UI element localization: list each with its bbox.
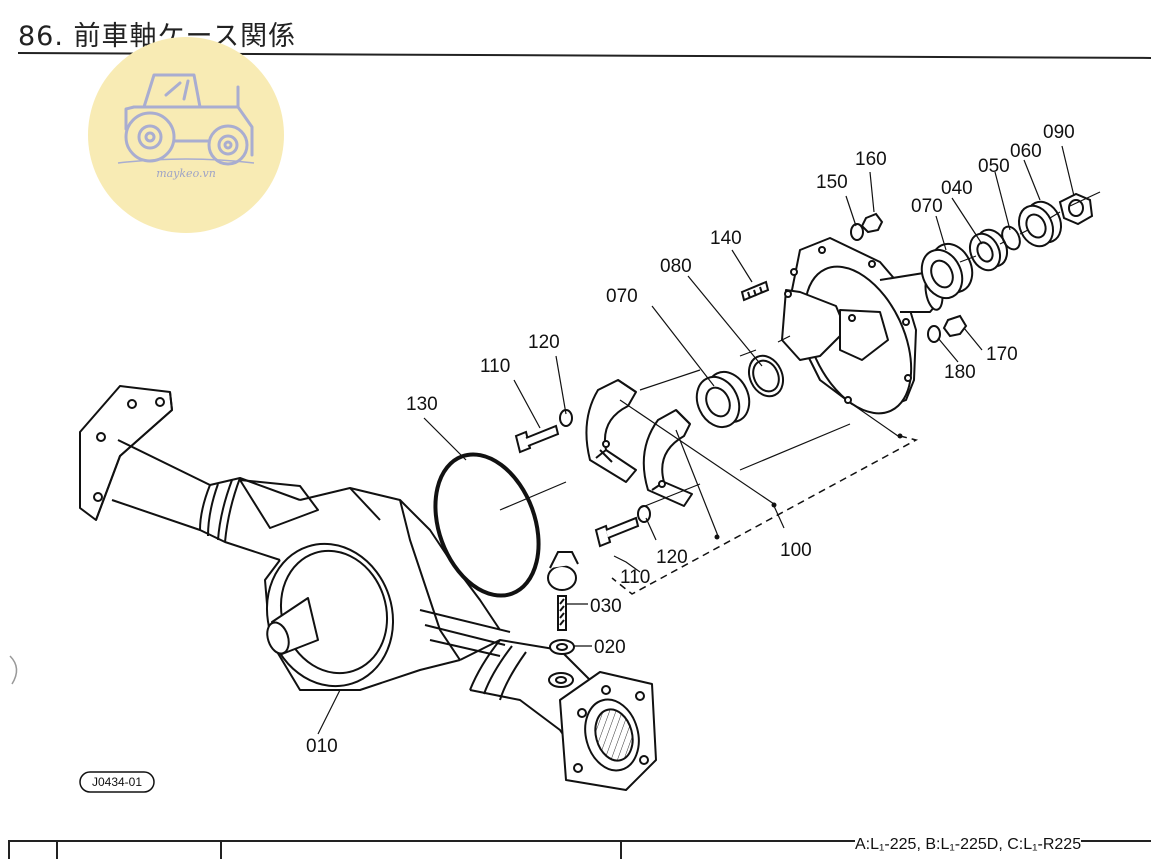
bearing-070-left (695, 370, 751, 429)
watermark-logo: maykeo.vn (88, 37, 284, 233)
bearing-070-right (920, 242, 974, 300)
callout-120-bottom: 120 (656, 547, 688, 568)
callout-060: 060 (1010, 141, 1042, 162)
bolts-and-washers (514, 409, 651, 548)
callout-180: 180 (944, 362, 976, 383)
bracket-halves (585, 379, 693, 507)
applicable-models: A:L₁-225, B:L₁-225D, C:L₁-R225 (855, 836, 1082, 854)
callout-170: 170 (986, 344, 1018, 365)
callout-070-left: 070 (606, 286, 638, 307)
callout-140: 140 (710, 228, 742, 249)
callout-160: 160 (855, 149, 887, 170)
table-divider (620, 842, 622, 859)
oil-seal-060 (1017, 200, 1063, 248)
nut-090 (1058, 192, 1094, 226)
diagram-reference-code: J0434-01 (92, 775, 142, 789)
bearing-040 (968, 228, 1009, 272)
leader-dots (714, 433, 903, 540)
callout-030: 030 (590, 596, 622, 617)
callout-110-top: 110 (480, 356, 510, 377)
assembly-axis-lines (499, 191, 1101, 537)
drain-plug-and-washer (547, 551, 579, 655)
callout-070-right: 070 (911, 196, 943, 217)
table-divider (56, 842, 58, 859)
callout-150: 150 (816, 172, 848, 193)
callout-090: 090 (1043, 122, 1075, 143)
oil-seal-080 (747, 354, 785, 398)
stud-bolt-140 (740, 280, 770, 302)
parts-table-header (8, 840, 1151, 859)
callout-110-bottom: 110 (620, 567, 650, 588)
callout-020: 020 (594, 637, 626, 658)
tractor-icon (117, 73, 255, 166)
snap-ring-050 (1001, 225, 1021, 251)
assembly-dashed-bracket (611, 435, 919, 595)
callout-010: 010 (306, 736, 338, 757)
callout-080: 080 (660, 256, 692, 277)
bolt-washer-170-180 (927, 314, 968, 343)
nut-washer-150-160 (850, 212, 884, 241)
callout-040: 040 (941, 178, 973, 199)
diagram-reference: J0434-01 (79, 771, 155, 793)
callout-100: 100 (780, 540, 812, 561)
watermark-text: maykeo.vn (156, 167, 216, 180)
o-ring-130 (433, 452, 541, 598)
callout-leaders (317, 145, 1075, 735)
table-divider (220, 842, 222, 859)
callout-labels: 010 020 030 040 050 060 070 070 080 090 … (306, 122, 1075, 757)
callout-050: 050 (978, 156, 1010, 177)
scan-mark (9, 655, 18, 685)
bevel-gear-case (781, 237, 944, 415)
callout-130: 130 (406, 394, 438, 415)
callout-120-top: 120 (528, 332, 560, 353)
front-axle-case (79, 385, 657, 791)
